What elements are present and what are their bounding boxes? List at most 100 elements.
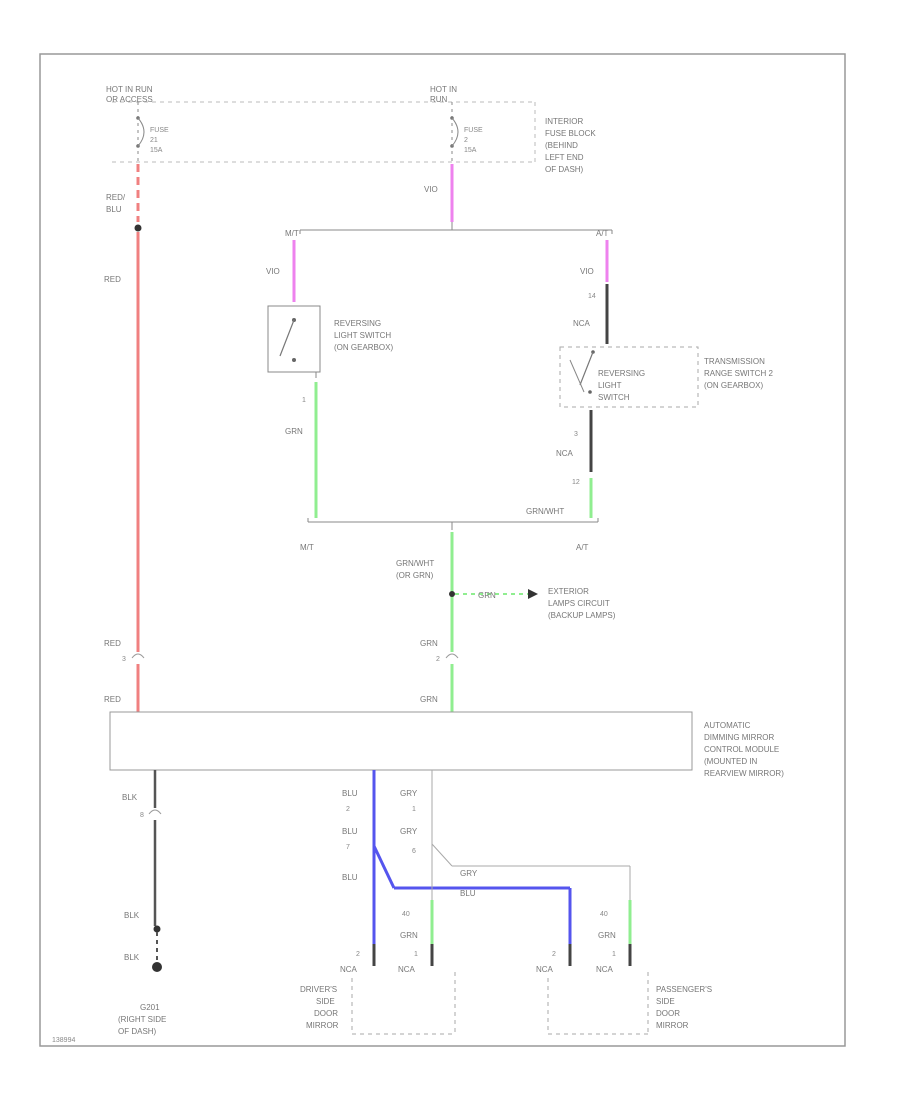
svg-text:LAMPS CIRCUIT: LAMPS CIRCUIT	[548, 599, 610, 608]
red-blu-label-2: BLU	[106, 205, 122, 214]
gry-label-1: GRY	[400, 789, 418, 798]
fuse-block-line-5: OF DASH)	[545, 165, 584, 174]
driver-mirror-2: SIDE	[316, 997, 335, 1006]
svg-text:LIGHT: LIGHT	[598, 381, 622, 390]
gry-label-3: GRY	[460, 869, 478, 878]
svg-text:NCA: NCA	[398, 965, 416, 974]
svg-text:A/T: A/T	[576, 543, 589, 552]
blu-pin-7: 7	[346, 844, 350, 851]
svg-text:RANGE SWITCH 2: RANGE SWITCH 2	[704, 369, 773, 378]
exterior-line-3: (BACKUP LAMPS)	[548, 611, 616, 620]
at-switch-outer-3: (ON GEARBOX)	[704, 381, 763, 390]
ground-line-2: (RIGHT SIDE	[118, 1015, 166, 1024]
at-switch-outer-2: RANGE SWITCH 2	[704, 369, 773, 378]
svg-text:REARVIEW MIRROR): REARVIEW MIRROR)	[704, 769, 784, 778]
pass-pin-40: 40	[600, 911, 608, 918]
blu-pin-2: 2	[346, 806, 350, 813]
red-wire-label-3: RED	[104, 695, 121, 704]
svg-text:NCA: NCA	[556, 449, 574, 458]
svg-text:G201: G201	[140, 1003, 160, 1012]
svg-text:LIGHT SWITCH: LIGHT SWITCH	[334, 331, 391, 340]
mt-label-bottom: M/T	[300, 543, 314, 552]
nca-label-at: NCA	[573, 319, 591, 328]
fuse-block-line-2: FUSE BLOCK	[545, 129, 596, 138]
left-fuse-rating: 15A	[150, 147, 163, 154]
svg-text:RED/: RED/	[106, 193, 126, 202]
grn-wht-or-1: GRN/WHT	[396, 559, 434, 568]
svg-text:2: 2	[552, 951, 556, 958]
svg-text:MIRROR: MIRROR	[656, 1021, 689, 1030]
svg-text:INTERIOR: INTERIOR	[545, 117, 583, 126]
svg-text:EXTERIOR: EXTERIOR	[548, 587, 589, 596]
svg-text:(OR GRN): (OR GRN)	[396, 571, 434, 580]
driver-mirror-1: DRIVER'S	[300, 985, 337, 994]
svg-text:(RIGHT SIDE: (RIGHT SIDE	[118, 1015, 166, 1024]
svg-text:GRN: GRN	[598, 931, 616, 940]
blk-label-1: BLK	[122, 793, 138, 802]
driver-mirror-3: DOOR	[314, 1009, 338, 1018]
grn-label-exterior: GRN	[478, 591, 496, 600]
svg-text:DRIVER'S: DRIVER'S	[300, 985, 337, 994]
at-switch-inner-3: SWITCH	[598, 393, 630, 402]
svg-text:2: 2	[346, 806, 350, 813]
nca-label-at-2: NCA	[556, 449, 574, 458]
svg-text:NCA: NCA	[573, 319, 591, 328]
svg-text:BLU: BLU	[342, 873, 358, 882]
vio-label-mt: VIO	[266, 267, 280, 276]
nca-pass-2: NCA	[596, 965, 614, 974]
gry-label-2: GRY	[400, 827, 418, 836]
svg-text:15A: 15A	[150, 147, 163, 154]
svg-text:3: 3	[122, 656, 126, 663]
ground-line-3: OF DASH)	[118, 1027, 157, 1036]
svg-text:BLU: BLU	[342, 827, 358, 836]
svg-text:BLU: BLU	[106, 205, 122, 214]
svg-text:BLK: BLK	[124, 911, 140, 920]
mt-reversing-switch: REVERSING LIGHT SWITCH (ON GEARBOX) 1 GR…	[267, 305, 393, 518]
red-blu-label-1: RED/	[106, 193, 126, 202]
green-merge: M/T A/T GRN/WHT (OR GRN) GRN EXTERIOR LA…	[300, 518, 616, 712]
exterior-line-1: EXTERIOR	[548, 587, 589, 596]
grn-wht-or-2: (OR GRN)	[396, 571, 434, 580]
diagram-border	[39, 53, 846, 1047]
svg-text:CONTROL MODULE: CONTROL MODULE	[704, 745, 779, 754]
svg-text:M/T: M/T	[300, 543, 314, 552]
mt-switch-line-2: LIGHT SWITCH	[334, 331, 391, 340]
nca-driver-2: NCA	[398, 965, 416, 974]
svg-text:2: 2	[464, 137, 468, 144]
grn-pin: 2	[436, 656, 440, 663]
svg-text:FUSE: FUSE	[464, 127, 483, 134]
svg-text:3: 3	[574, 431, 578, 438]
mt-switch-line-3: (ON GEARBOX)	[334, 343, 393, 352]
svg-text:VIO: VIO	[266, 267, 280, 276]
svg-text:FUSE BLOCK: FUSE BLOCK	[545, 129, 596, 138]
grn-label-mt: GRN	[285, 427, 303, 436]
svg-text:PASSENGER'S: PASSENGER'S	[656, 985, 712, 994]
svg-text:1: 1	[412, 806, 416, 813]
right-source-line-2: RUN	[430, 95, 448, 104]
blu-label-4: BLU	[460, 889, 476, 898]
svg-text:HOT IN RUN: HOT IN RUN	[106, 85, 153, 94]
svg-text:14: 14	[588, 293, 596, 300]
svg-text:GRY: GRY	[400, 789, 418, 798]
svg-text:BLK: BLK	[124, 953, 140, 962]
svg-text:(ON GEARBOX): (ON GEARBOX)	[334, 343, 393, 352]
svg-text:12: 12	[572, 479, 580, 486]
at-label-bottom: A/T	[576, 543, 589, 552]
grn-label-driver: GRN	[400, 931, 418, 940]
svg-text:OR ACCESS: OR ACCESS	[106, 95, 153, 104]
red-power-wire: RED/ BLU RED RED 3 RED	[104, 164, 145, 712]
svg-text:GRN: GRN	[400, 931, 418, 940]
pass-mirror-2: SIDE	[656, 997, 675, 1006]
svg-text:GRN/WHT: GRN/WHT	[526, 507, 564, 516]
module-line-5: REARVIEW MIRROR)	[704, 769, 784, 778]
svg-text:DOOR: DOOR	[314, 1009, 338, 1018]
svg-text:40: 40	[402, 911, 410, 918]
svg-text:A/T: A/T	[596, 229, 609, 238]
svg-text:(BEHIND: (BEHIND	[545, 141, 578, 150]
mt-pin: 1	[302, 397, 306, 404]
svg-text:GRN: GRN	[285, 427, 303, 436]
svg-text:GRN: GRN	[420, 639, 438, 648]
at-range-switch: 14 NCA REVERSING LIGHT SWITCH TRANSMISSI…	[526, 284, 773, 518]
svg-text:OF DASH): OF DASH)	[545, 165, 584, 174]
svg-text:GRY: GRY	[460, 869, 478, 878]
